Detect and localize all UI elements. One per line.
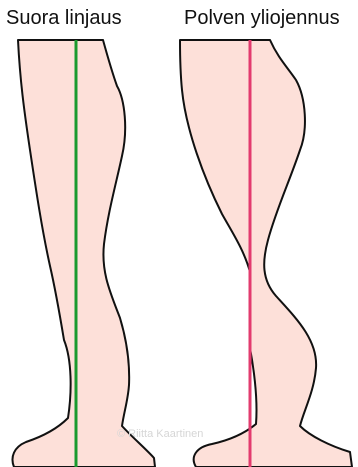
leg-straight-alignment bbox=[13, 40, 156, 467]
copyright-watermark: © Riitta Kaartinen bbox=[117, 428, 203, 440]
leg-knee-hyperextension bbox=[180, 40, 352, 467]
